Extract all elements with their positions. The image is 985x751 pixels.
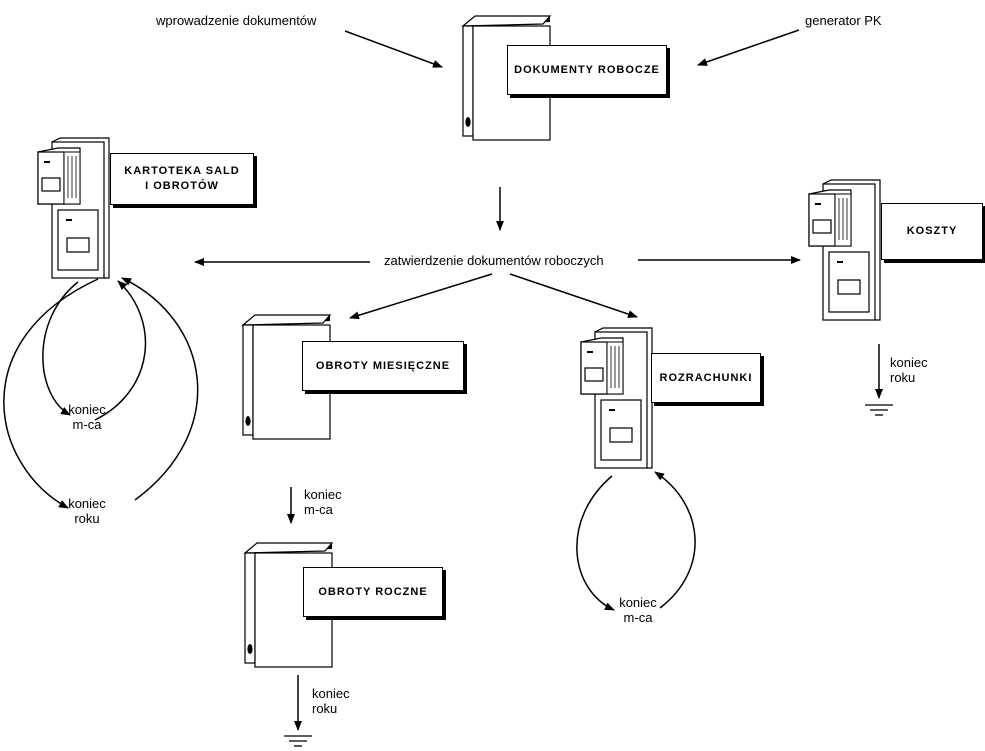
kartoteka-koniec-m-ca-label: koniec m-ca [60, 402, 114, 432]
loop-kartoteka-m-ca-out [42, 281, 79, 416]
obroty-roczne-box: OBROTY ROCZNE [303, 567, 443, 617]
roczne-koniec-roku-label: koniec roku [312, 686, 350, 716]
kartoteka-box: KARTOTEKA SALD I OBROTÓW [110, 153, 254, 205]
rozrachunki-label: ROZRACHUNKI [659, 371, 753, 384]
roku-text: roku [312, 701, 338, 716]
generator-label: generator PK [805, 13, 882, 28]
kartoteka-label-line1: KARTOTEKA SALD [124, 165, 240, 177]
m-ca-text: m-ca [72, 417, 102, 432]
koszty-label: KOSZTY [906, 225, 958, 237]
arrow-to-rozrachunki [509, 273, 638, 318]
loop-kartoteka-roku-back [121, 277, 199, 501]
koszty-ground-icon [864, 404, 894, 416]
obroty-roczne-label: OBROTY ROCZNE [318, 585, 428, 598]
rozrachunki-box: ROZRACHUNKI [651, 353, 761, 403]
dokumenty-robocze-label: DOKUMENTY ROBOCZE [514, 63, 660, 76]
loop-kartoteka-roku-out [3, 278, 99, 509]
roku-text: roku [890, 370, 916, 385]
koniec-text: koniec [304, 487, 342, 502]
kartoteka-label-line2: I OBROTÓW [145, 180, 219, 192]
koniec-text: koniec [890, 355, 928, 370]
obroty-miesieczne-label: OBROTY MIESIĘCZNE [315, 359, 451, 372]
miesieczne-koniec-m-ca-label: koniec m-ca [304, 487, 342, 517]
obroty-roczne-ground-icon [283, 735, 313, 747]
koszty-cabinet-icon [808, 179, 881, 321]
zatwierdzenie-label: zatwierdzenie dokumentów roboczych [384, 253, 604, 268]
roku-text: roku [74, 511, 100, 526]
koniec-text: koniec [68, 496, 106, 511]
koniec-text: koniec [68, 402, 106, 417]
dokumenty-robocze-box: DOKUMENTY ROBOCZE [507, 45, 667, 95]
rozrachunki-cabinet-icon [580, 327, 653, 469]
kartoteka-koniec-roku-label: koniec roku [60, 496, 114, 526]
koniec-text: koniec [619, 595, 657, 610]
loop-rozrachunki-out [576, 475, 615, 611]
loop-kartoteka-m-ca-back [94, 280, 147, 421]
loop-rozrachunki-back [654, 471, 696, 609]
arrow-generator [697, 29, 800, 66]
rozrachunki-koniec-m-ca-label: koniec m-ca [611, 595, 665, 625]
koniec-text: koniec [312, 686, 350, 701]
koszty-box: KOSZTY [881, 203, 983, 260]
kartoteka-cabinet-icon [37, 137, 110, 279]
wprowadzenie-label: wprowadzenie dokumentów [156, 13, 317, 28]
obroty-miesieczne-box: OBROTY MIESIĘCZNE [302, 341, 464, 391]
m-ca-text: m-ca [623, 610, 653, 625]
arrow-wprowadzenie [344, 30, 443, 68]
arrow-to-obroty-miesieczne [349, 273, 493, 320]
m-ca-text: m-ca [304, 502, 333, 517]
koszty-koniec-roku-label: koniec roku [890, 355, 928, 385]
